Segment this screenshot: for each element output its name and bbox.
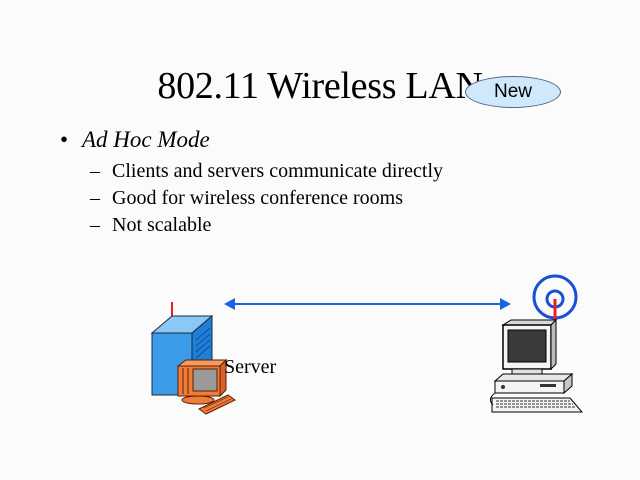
bidirectional-arrow [224,298,511,310]
dash-marker: – [90,187,100,209]
new-badge: New [465,76,561,108]
sub-bullet: –Good for wireless conference rooms [90,186,403,210]
desktop-computer-icon [489,274,584,413]
bullet-ad-hoc-mode: • Ad Hoc Mode [60,126,210,154]
bullet-marker: • [60,127,69,152]
server-label: Server [224,356,277,378]
sub-bullet: –Clients and servers communicate directl… [90,159,443,183]
dash-marker: – [90,214,100,236]
sub-bullet-text: Not scalable [112,214,212,236]
bullet-text: Ad Hoc Mode [82,127,210,152]
sub-bullet: –Not scalable [90,213,211,237]
dash-marker: – [90,160,100,182]
sub-bullet-text: Clients and servers communicate directly [112,160,444,182]
slide-title: 802.11 Wireless LAN [157,65,483,107]
sub-bullet-text: Good for wireless conference rooms [112,187,404,209]
server-icon [150,302,236,415]
